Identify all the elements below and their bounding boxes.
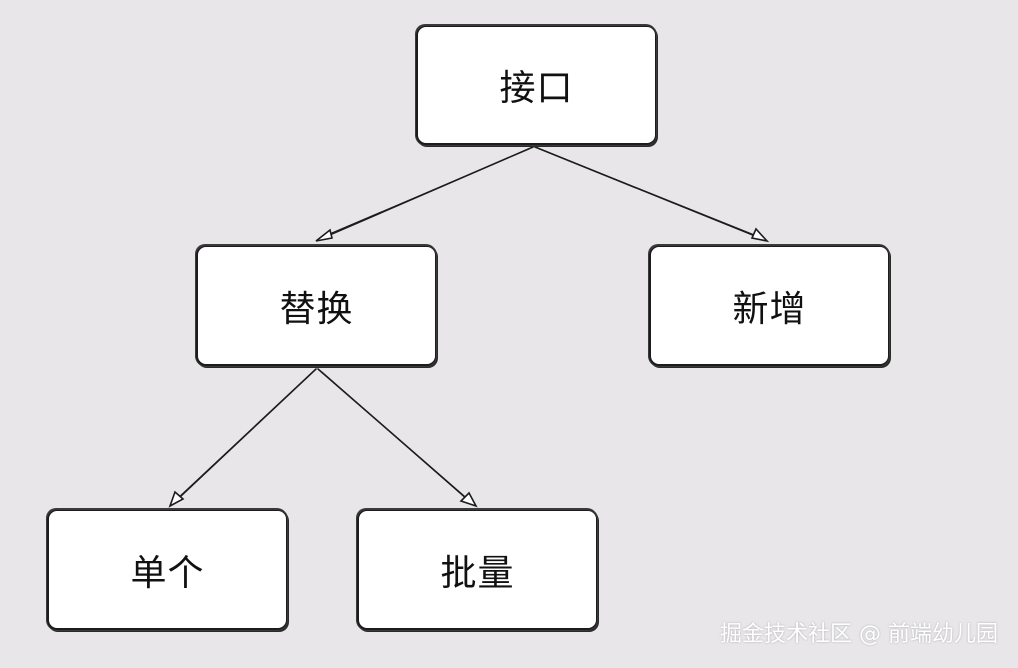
node-single: 单个 [46,509,288,631]
node-replace: 替换 [195,245,437,367]
arrow-root-to-add-sketch [539,148,763,239]
arrowhead-batch [459,491,478,508]
node-single-label: 单个 [130,552,205,594]
arrow-replace-to-single [171,368,317,505]
arrow-replace-to-batch [317,368,474,505]
arrowhead-single [168,490,185,508]
arrow-root-to-replace-sketch [319,148,530,239]
node-root-label: 接口 [499,68,574,109]
watermark: 掘金技术社区 @ 前端幼儿园 [720,622,998,647]
arrow-root-to-add [534,146,766,241]
node-add: 新增 [648,245,890,367]
arrow-root-to-replace [317,146,534,241]
node-add-label: 新增 [732,288,807,330]
arrow-replace-to-batch-sketch [321,371,471,503]
arrowhead-add [750,227,770,243]
arrowhead-replace [315,228,333,242]
node-batch: 批量 [356,509,598,631]
arrow-replace-to-single-sketch [174,371,314,503]
node-root: 接口 [415,25,657,146]
node-batch-label: 批量 [440,552,515,594]
node-replace-label: 替换 [279,288,354,330]
